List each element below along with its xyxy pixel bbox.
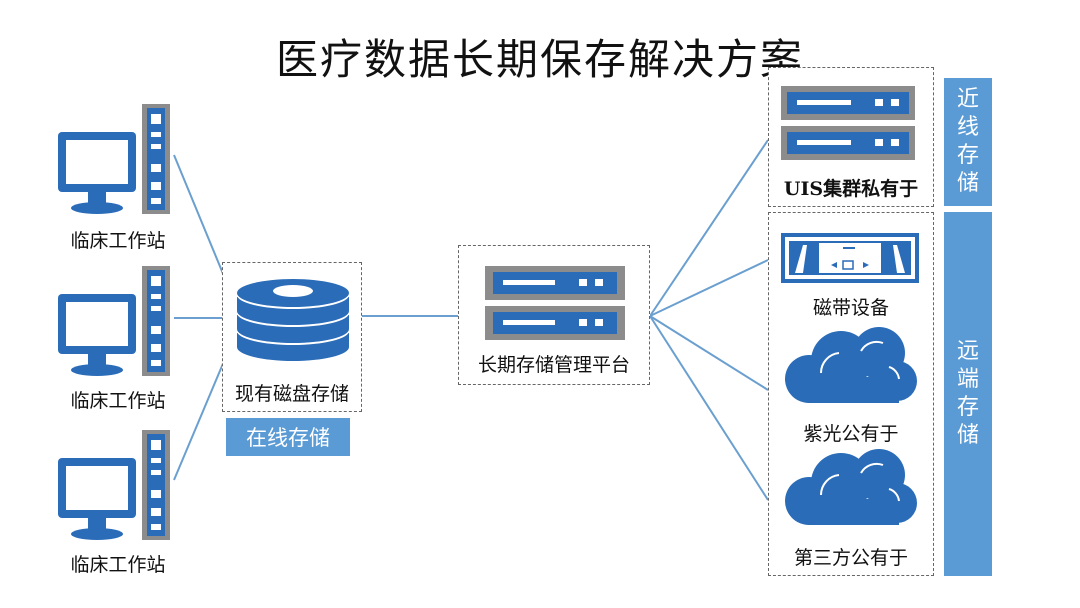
server-icon <box>781 86 915 160</box>
near-line-section-label: 近 线 存 储 <box>944 78 992 206</box>
tape-device-icon <box>781 233 919 283</box>
platform-box: 长期存储管理平台 <box>458 245 650 385</box>
page-title: 医疗数据长期保存解决方案 <box>275 35 804 84</box>
platform-label: 长期存储管理平台 <box>477 354 630 376</box>
section-char: 端 <box>956 367 979 392</box>
cloud-icon <box>785 327 917 403</box>
section-char: 存 <box>956 395 979 420</box>
server-icon <box>485 266 625 340</box>
workstation-label: 临床工作站 <box>70 554 166 576</box>
section-char: 远 <box>956 339 979 364</box>
section-char: 近 <box>956 87 979 112</box>
disk-storage-box: 现有磁盘存储 <box>222 262 362 412</box>
link-platform-uis <box>649 139 769 317</box>
workstation-icon <box>58 266 170 376</box>
workstation-icon <box>58 430 170 540</box>
remote-section-label: 远 端 存 储 <box>944 212 992 576</box>
workstation-1 <box>58 102 178 222</box>
workstation-3 <box>58 428 178 548</box>
tape-device-label: 磁带设备 <box>812 297 889 319</box>
workstation-label: 临床工作站 <box>70 390 166 412</box>
section-char: 存 <box>956 143 979 168</box>
uis-cluster-label: UIS集群私有于 <box>783 178 919 200</box>
workstation-icon <box>58 104 170 214</box>
section-char: 储 <box>956 171 979 196</box>
online-storage-badge: 在线存储 <box>226 418 350 456</box>
workstation-label: 临床工作站 <box>70 230 166 252</box>
section-char: 储 <box>956 423 979 448</box>
disk-storage-label: 现有磁盘存储 <box>234 383 349 405</box>
link-platform-tape <box>649 259 769 317</box>
section-char: 线 <box>956 115 979 140</box>
third-party-cloud-label: 第三方公有于 <box>793 547 908 569</box>
link-platform-thirdparty <box>649 315 769 501</box>
disk-stack-icon <box>237 279 349 361</box>
cloud-icon <box>785 449 917 525</box>
remote-box: 磁带设备 紫光公有于 第三方公有于 <box>768 212 934 576</box>
workstation-2 <box>58 264 178 384</box>
link-platform-unis <box>649 315 769 391</box>
near-line-box: UIS集群私有于 <box>768 67 934 207</box>
unis-cloud-label: 紫光公有于 <box>803 423 899 445</box>
